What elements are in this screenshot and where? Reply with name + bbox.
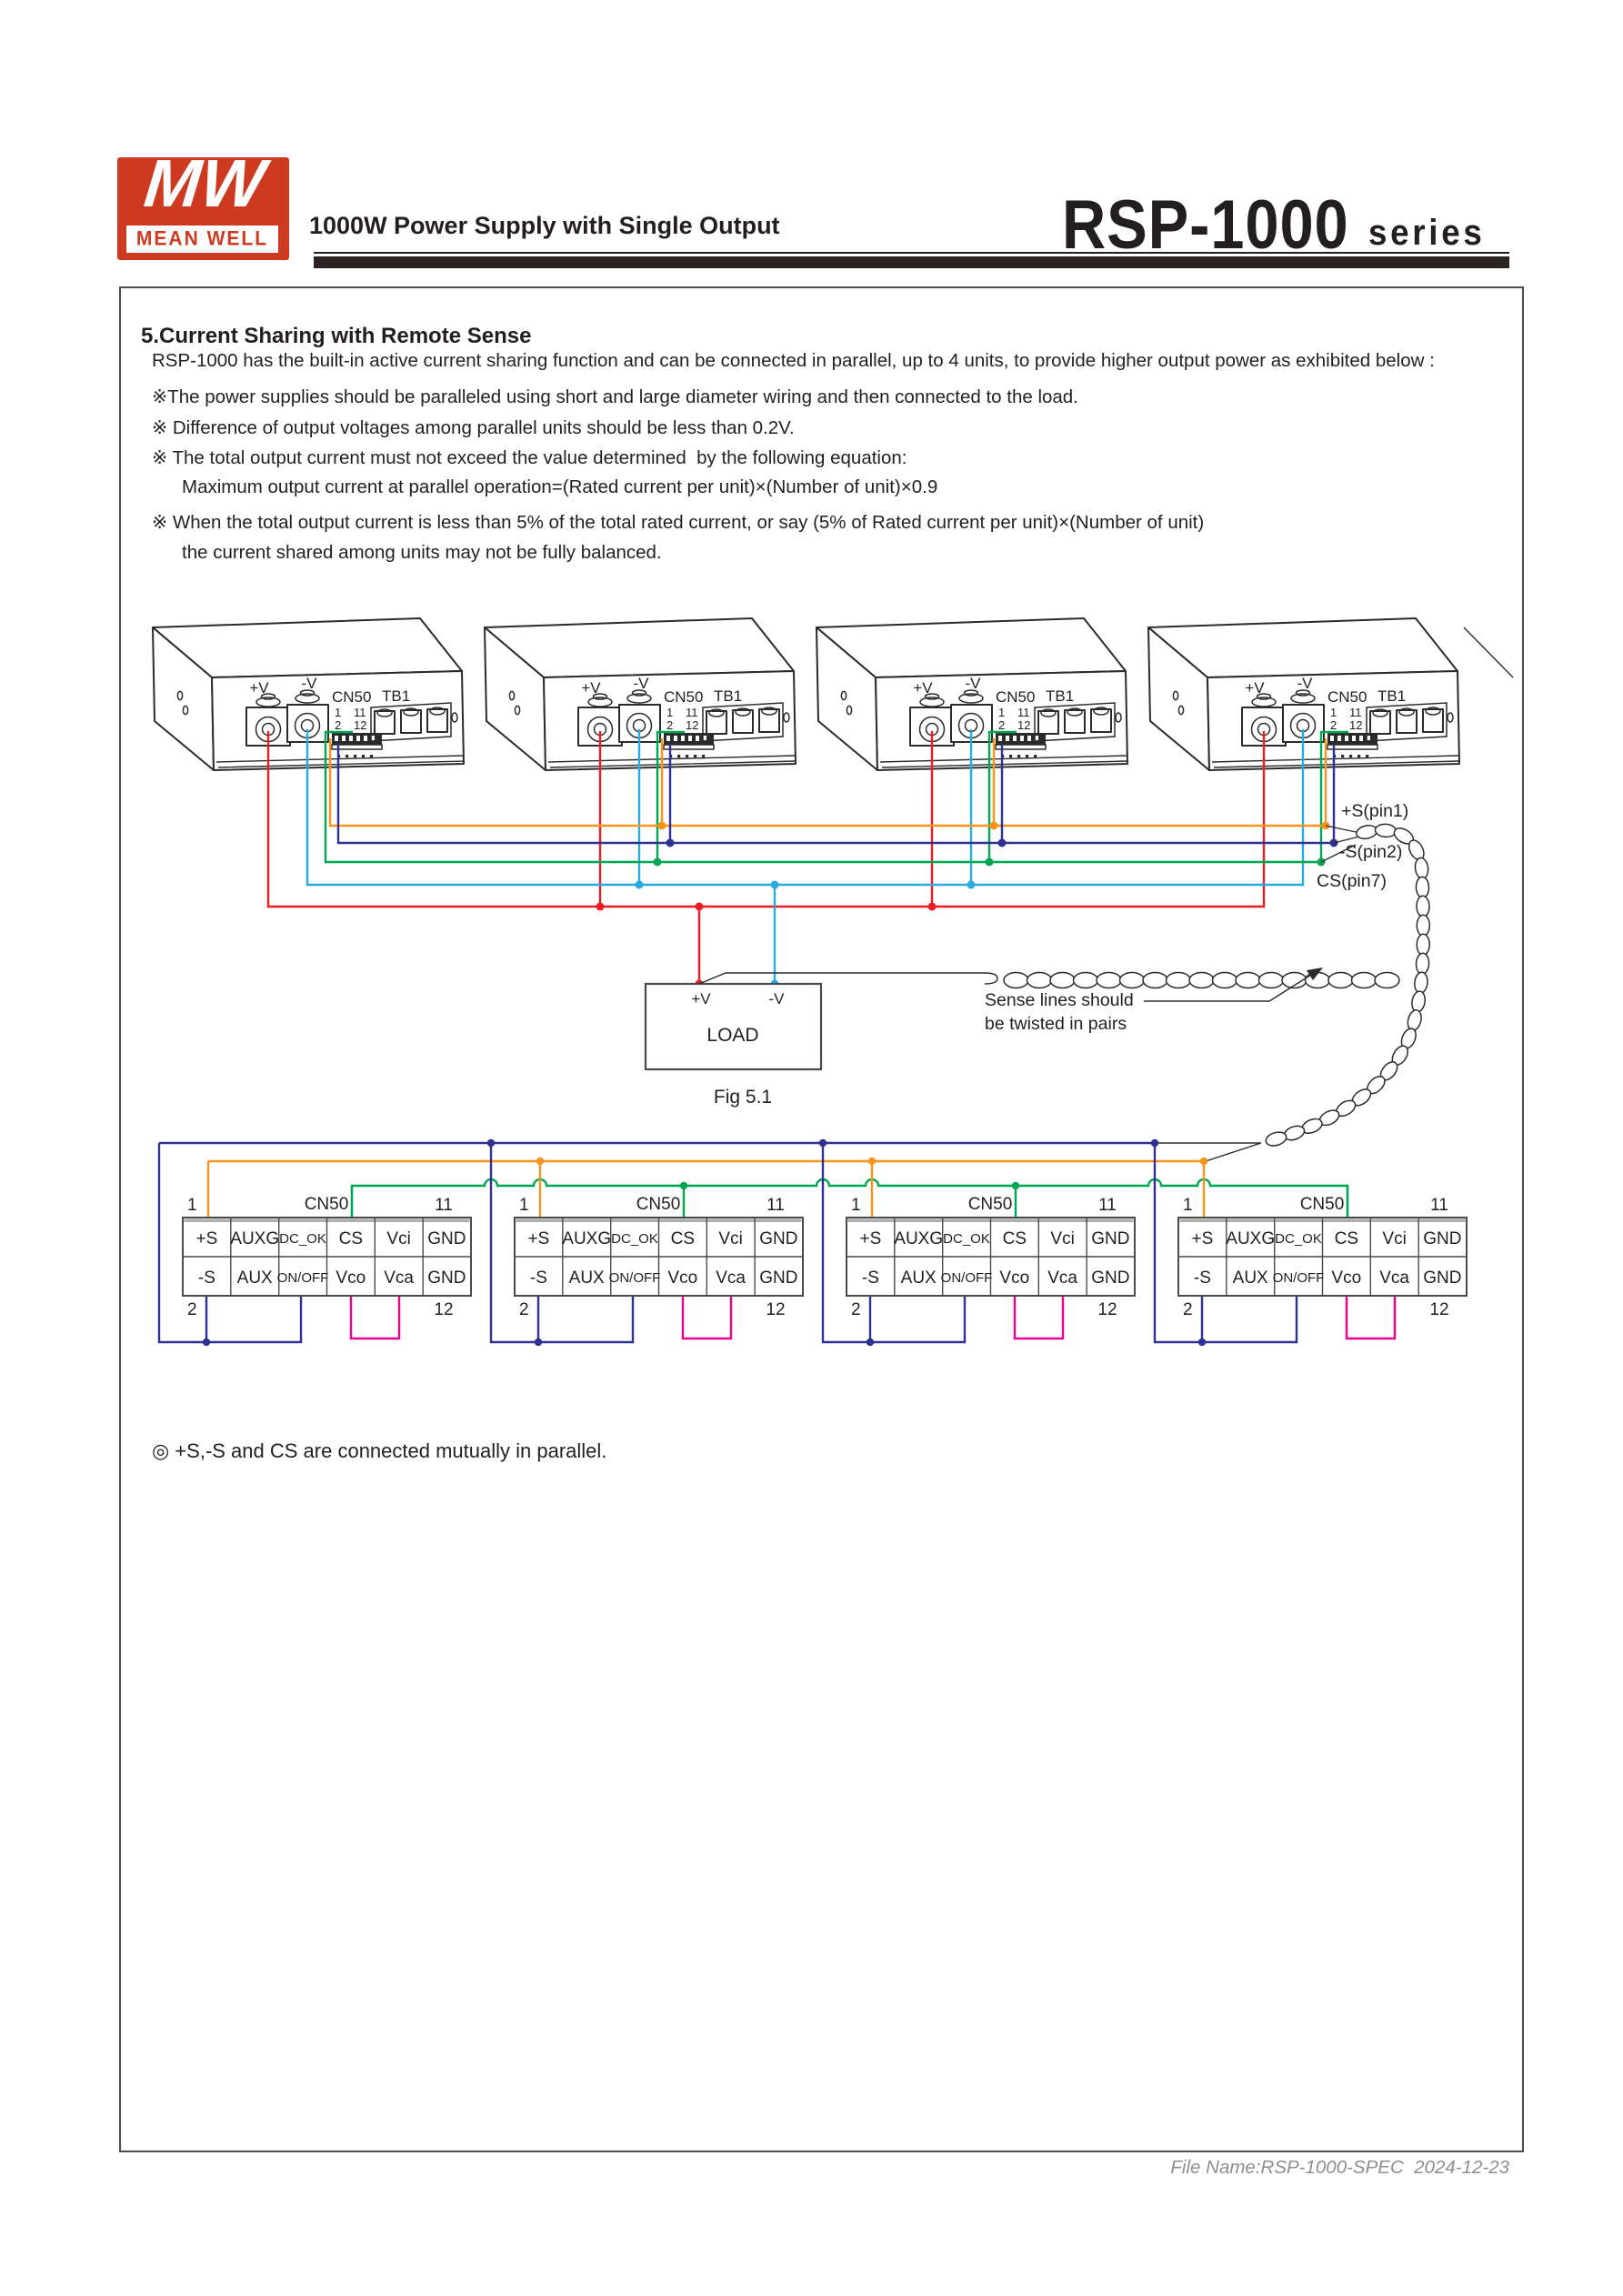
label-plus-s-pin1: +S(pin1): [1341, 801, 1408, 821]
sense-note-line2: be twisted in pairs: [985, 1014, 1127, 1034]
load-minus-v: -V: [769, 990, 786, 1008]
load-plus-v: +V: [691, 990, 711, 1008]
body-line: the current shared among units may not b…: [182, 542, 662, 563]
twisted-pair-chain: [1265, 823, 1431, 1147]
body-line: ※ Difference of output voltages among pa…: [152, 417, 795, 438]
load-box: [644, 982, 823, 1071]
cs-bus-wire: [324, 730, 1348, 864]
twisted-pair-chain: [1003, 971, 1400, 989]
document-title: 1000W Power Supply with Single Output: [309, 212, 780, 239]
label-cs-pin7: CS(pin7): [1317, 871, 1387, 891]
footer-filename: File Name:RSP-1000-SPEC 2024-12-23: [1170, 2157, 1509, 2178]
cn50-table-3: [821, 1141, 1137, 1348]
sense-pair-leads-lower: [1157, 1142, 1262, 1162]
series-name: RSP-1000: [1062, 186, 1349, 264]
parallel-note: ◎ +S,-S and CS are connected mutually in…: [152, 1439, 607, 1462]
content-border-box: [119, 286, 1524, 2152]
plus-s-bus-wire: [328, 738, 1327, 827]
section-heading: 5.Current Sharing with Remote Sense: [141, 324, 532, 348]
junction-dots-lower: [486, 1138, 1208, 1190]
sense-pair-leads: [1320, 825, 1361, 863]
cn50-table-1: [157, 1141, 473, 1348]
body-line: ※The power supplies should be paralleled…: [152, 386, 1078, 407]
body-line-equation: Maximum output current at parallel opera…: [182, 476, 938, 497]
figure-caption: Fig 5.1: [714, 1087, 772, 1108]
cable-sleeve: [698, 972, 998, 985]
cs-parallel-bus: [350, 1178, 1349, 1218]
sense-pointer-line: [1144, 974, 1312, 1002]
logo-brand-text: MEAN WELL: [135, 227, 269, 250]
body-line: RSP-1000 has the built-in active current…: [152, 350, 1435, 371]
header-rule-thin: [314, 252, 1509, 254]
junction-dots-upper: [596, 821, 1338, 988]
minus-v-bus-wire: [306, 729, 1305, 984]
minus-s-bus-wire: [336, 744, 1336, 845]
header-rule-bar: [314, 256, 1509, 268]
series-word: series: [1368, 213, 1486, 253]
next-unit-edge-fragment: [1463, 627, 1514, 678]
body-line: ※ The total output current must not exce…: [152, 447, 907, 468]
load-label: LOAD: [706, 1025, 758, 1046]
plus-v-bus-wire: [266, 731, 1266, 984]
sense-pointer-arrowhead: [1307, 968, 1323, 980]
body-line: ※ When the total output current is less …: [152, 512, 1205, 533]
label-minus-s-pin2: -S(pin2): [1339, 842, 1402, 862]
logo-brand-band: MEAN WELL: [126, 226, 278, 253]
cn50-table-4: [1153, 1141, 1468, 1348]
cn50-table-2: [489, 1141, 805, 1348]
meanwell-logo: MW MEAN WELL: [117, 157, 289, 260]
sense-note-line1: Sense lines should: [985, 990, 1134, 1010]
